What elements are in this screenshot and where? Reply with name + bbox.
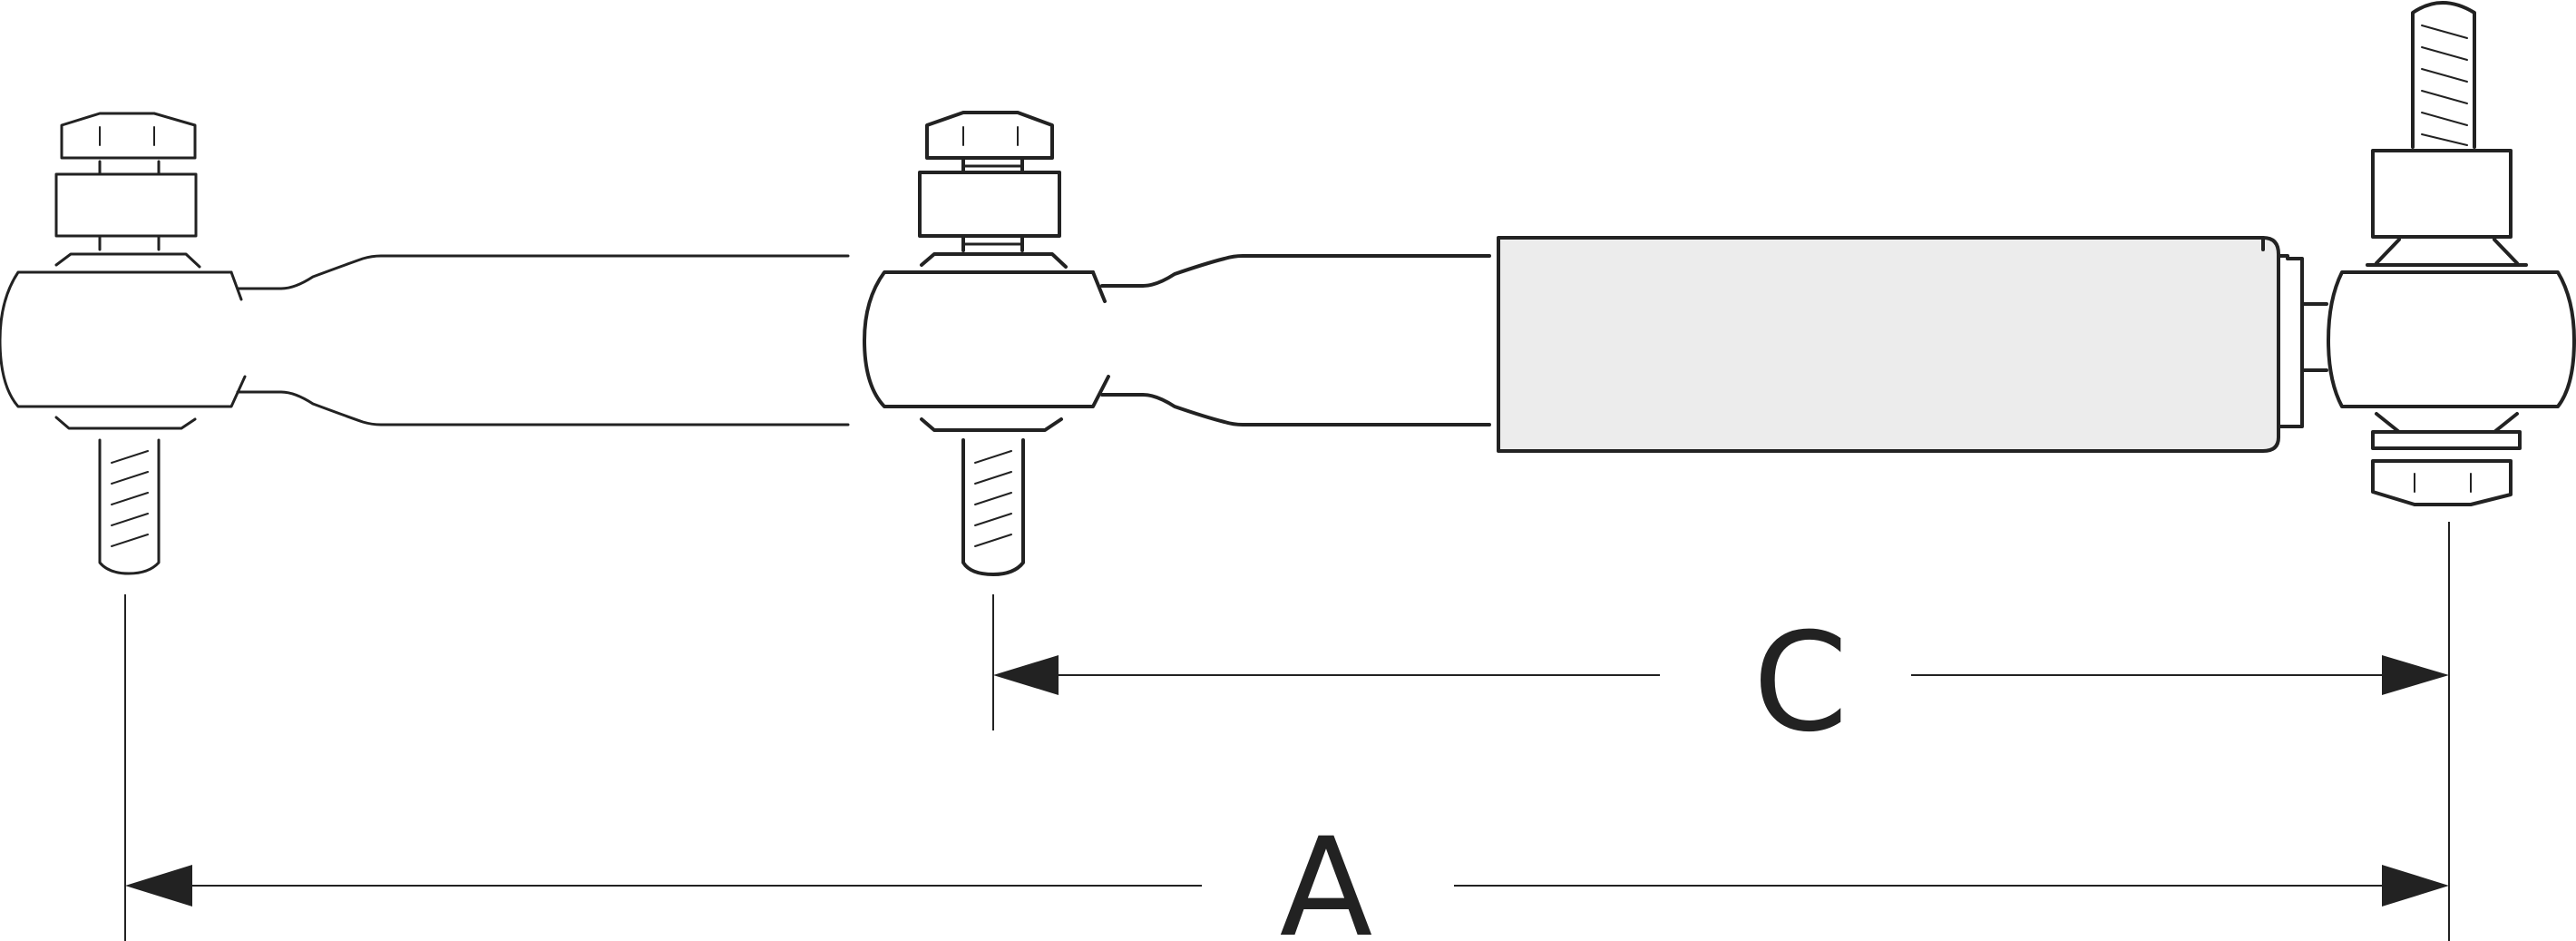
left-threaded-stud [98, 438, 161, 575]
dimension-a: A [125, 809, 2449, 941]
steering-damper [1497, 236, 2328, 453]
dimension-c-label: C [1753, 604, 1849, 762]
middle-castle-nut [925, 111, 1054, 160]
middle-hex-nut [918, 171, 1061, 238]
dimension-c: C [993, 604, 2449, 762]
right-castle-nut [2371, 459, 2513, 506]
left-eye-housing [0, 270, 247, 408]
left-hex-nut [54, 172, 198, 238]
right-threaded-stud [2411, 1, 2476, 149]
middle-tie-rod-end [863, 111, 1491, 576]
middle-eye-housing [863, 270, 1110, 408]
dimension-c-arrow-left [993, 655, 1059, 695]
right-tie-rod-end [2327, 1, 2576, 506]
middle-threaded-stud [961, 438, 1025, 576]
dimension-a-label: A [1280, 809, 1373, 941]
right-hex-nut [2371, 149, 2513, 239]
damper-cylinder [1497, 236, 2280, 453]
dimension-a-arrow-right [2382, 865, 2449, 907]
right-washer [2371, 430, 2522, 450]
dimension-c-arrow-right [2382, 655, 2449, 695]
left-castle-nut [60, 112, 197, 160]
left-tie-rod-end [0, 112, 850, 575]
dimension-a-arrow-left [125, 865, 192, 907]
right-eye-housing [2327, 270, 2576, 408]
